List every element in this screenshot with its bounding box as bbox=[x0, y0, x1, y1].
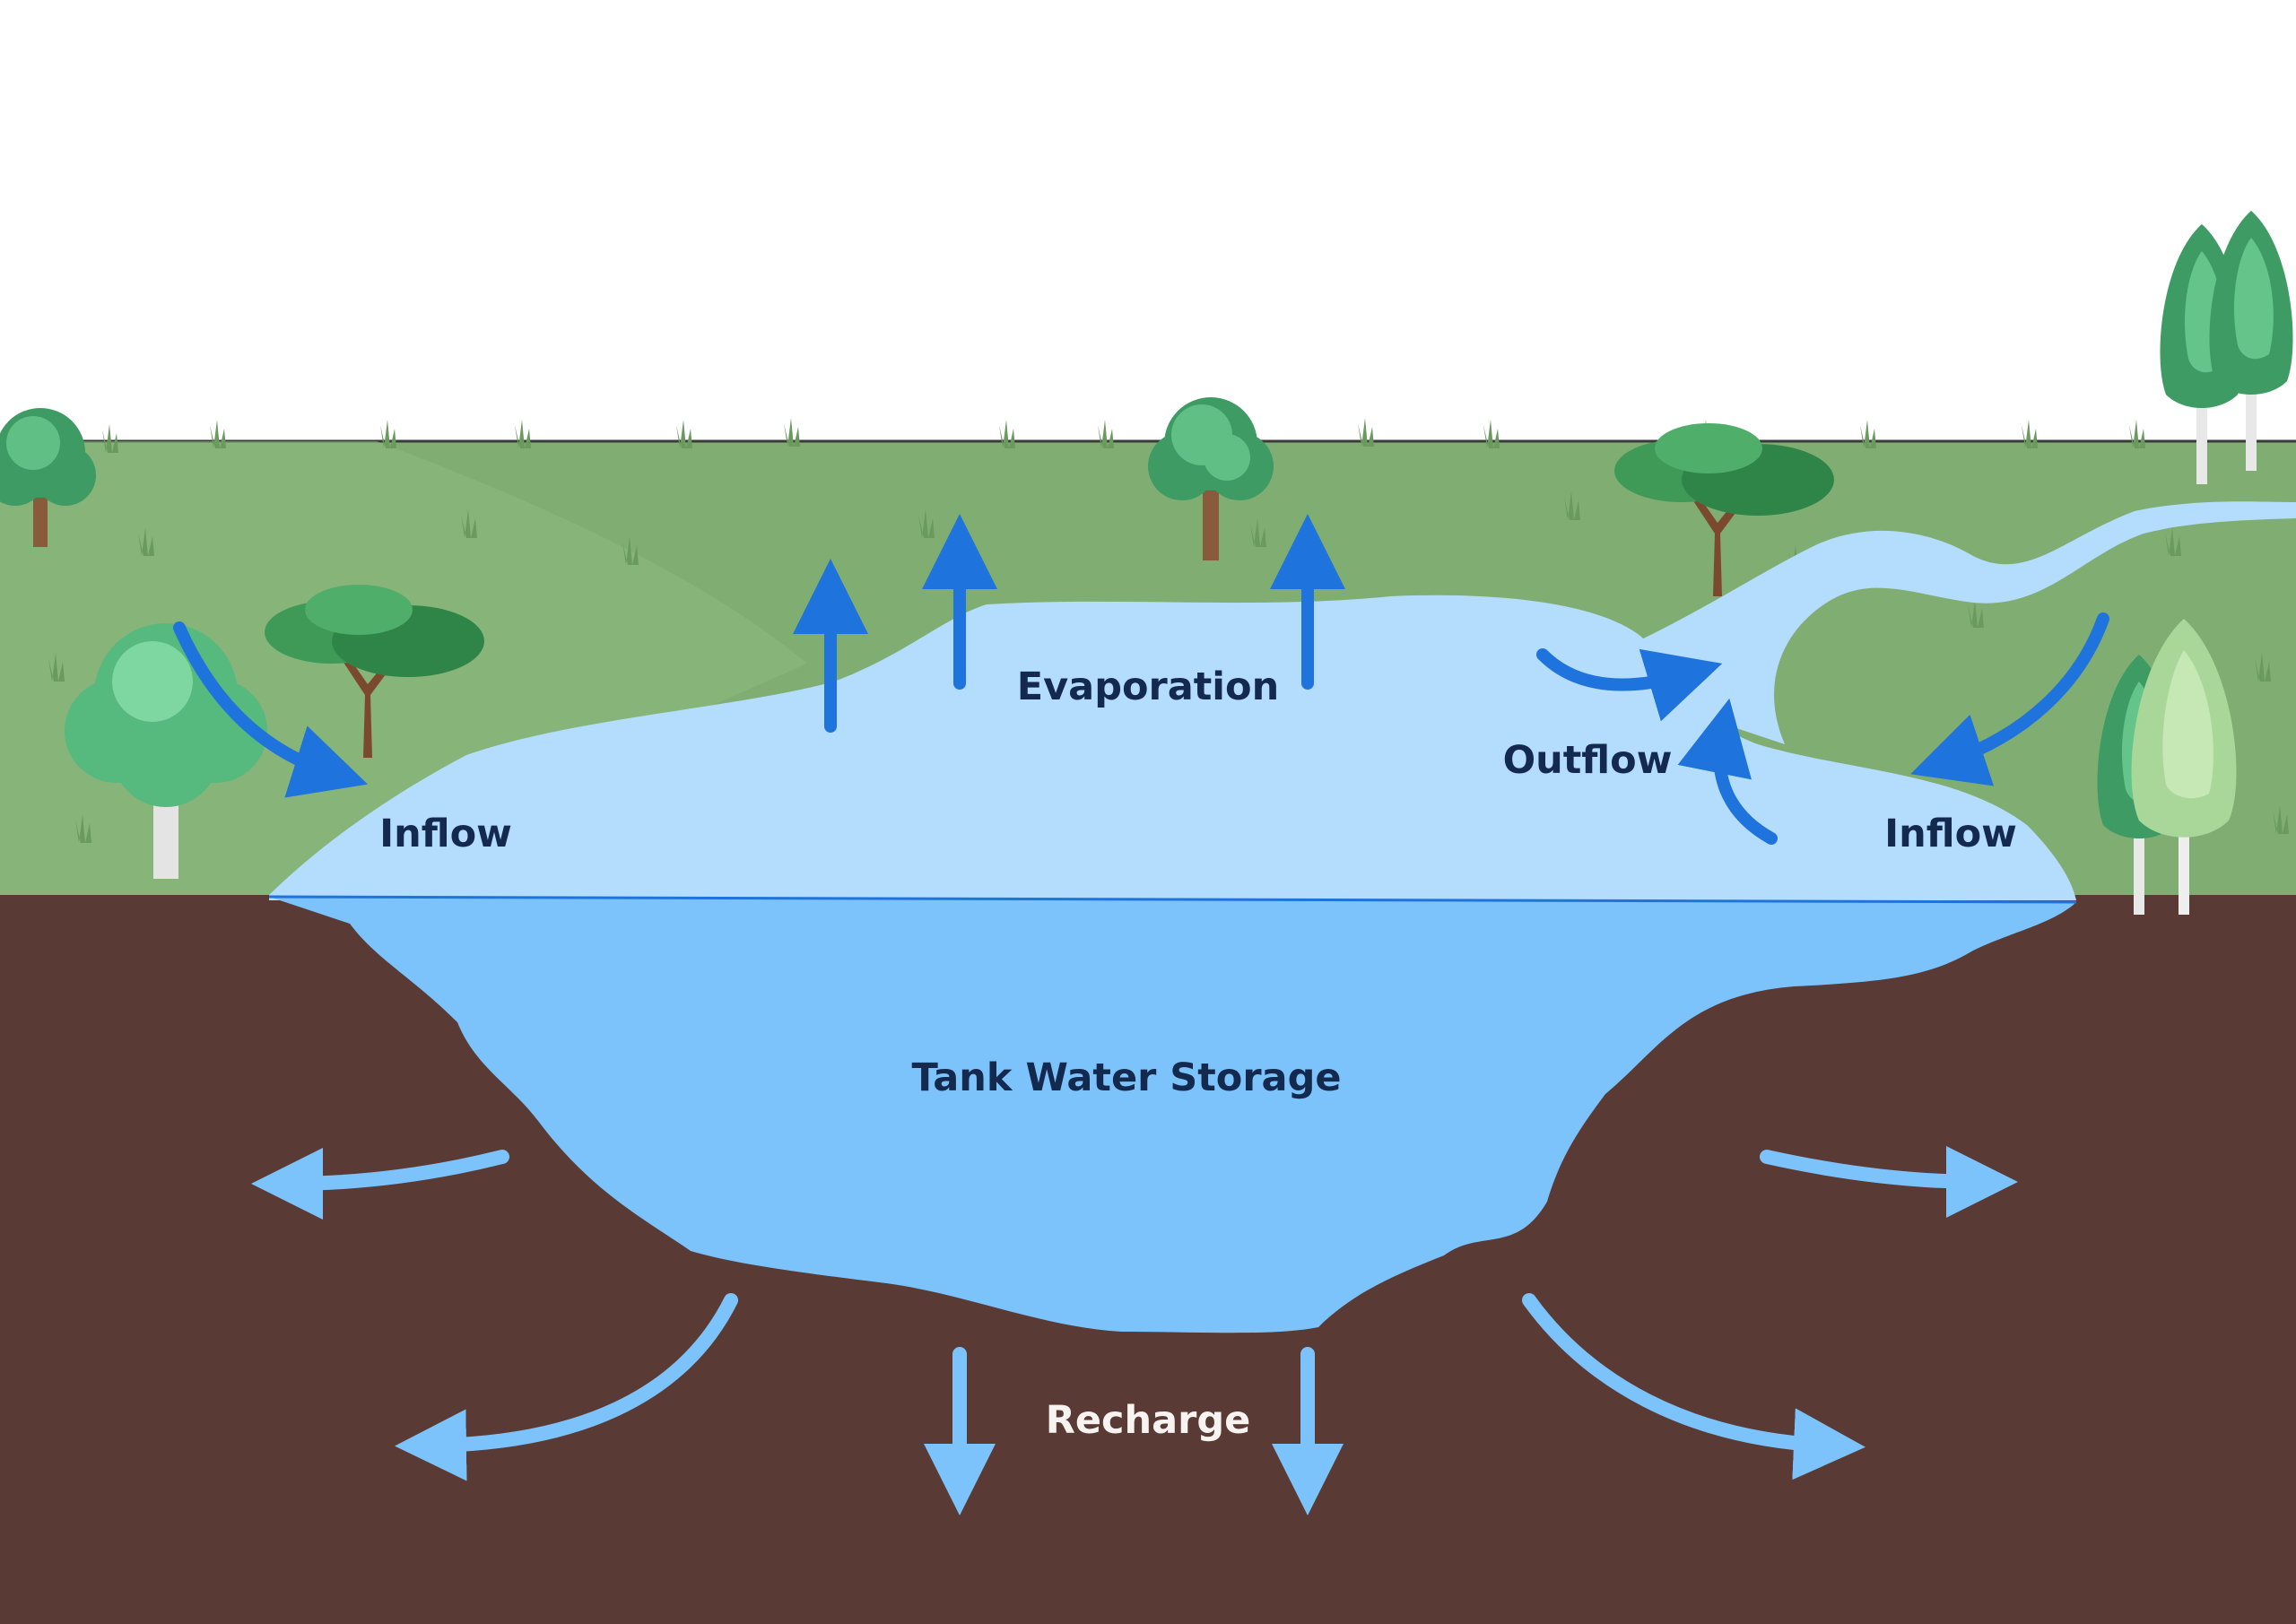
tank-storage bbox=[269, 897, 2076, 1333]
outflow-arrow-top bbox=[1536, 648, 1723, 722]
inflow-left-arrow bbox=[173, 621, 369, 798]
label-outflow: Outflow bbox=[1503, 738, 1673, 783]
label-inflow-right: Inflow bbox=[1884, 812, 2017, 856]
water-line bbox=[268, 895, 2077, 904]
sky bbox=[0, 0, 2296, 441]
recharge-arrows bbox=[251, 1145, 2018, 1515]
label-inflow-left: Inflow bbox=[379, 812, 512, 856]
recharge-arrow-lower-right bbox=[1522, 1293, 1866, 1481]
recharge-arrow-left bbox=[251, 1147, 509, 1220]
poplar-tree-icon bbox=[2131, 619, 2237, 915]
flow-arrows bbox=[173, 514, 2109, 845]
tree-icon bbox=[0, 408, 96, 547]
outflow-arrow-bottom bbox=[1677, 698, 1778, 845]
label-evaporation: Evaporation bbox=[1017, 664, 1279, 709]
inflow-right-arrow bbox=[1910, 612, 2109, 786]
recharge-arrow-right bbox=[1760, 1145, 2018, 1218]
stream bbox=[1632, 501, 2296, 744]
recharge-arrow-lower-left bbox=[395, 1293, 738, 1481]
label-tank-water-storage: Tank Water Storage bbox=[911, 1055, 1341, 1100]
label-recharge: Recharge bbox=[1046, 1398, 1251, 1443]
water-surface bbox=[269, 595, 2076, 900]
